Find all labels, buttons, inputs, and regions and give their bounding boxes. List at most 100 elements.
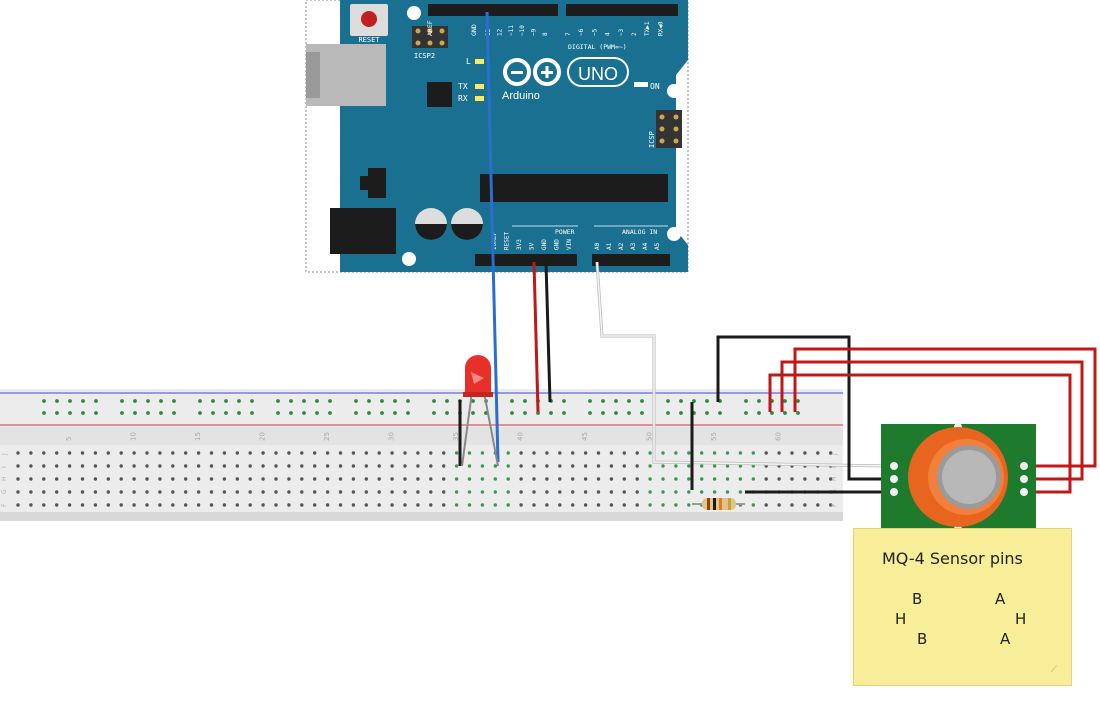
column-number: 55	[710, 432, 718, 441]
terminal-hole	[171, 490, 175, 494]
rail-hole	[94, 411, 98, 415]
terminal-hole	[596, 490, 601, 494]
rail-hole	[718, 411, 722, 415]
terminal-hole	[364, 503, 368, 507]
terminal-hole	[403, 477, 407, 481]
terminal-hole	[416, 477, 420, 481]
rail-hole	[627, 399, 631, 403]
rail-hole	[705, 411, 709, 415]
terminal-hole	[248, 503, 252, 507]
rail-hole	[601, 411, 605, 415]
rail-hole	[406, 399, 410, 403]
terminal-hole	[442, 477, 446, 481]
power-pin-label: IOREF	[491, 232, 498, 250]
terminal-hole	[635, 464, 639, 468]
rail-hole	[705, 399, 709, 403]
terminal-hole	[429, 503, 433, 507]
rail-hole	[198, 411, 202, 415]
terminal-hole	[403, 464, 407, 468]
terminal-hole	[829, 451, 833, 455]
rail-hole	[237, 411, 241, 415]
rail-hole	[146, 399, 150, 403]
terminal-hole	[80, 451, 85, 455]
terminal-hole	[313, 464, 317, 468]
terminal-hole	[158, 464, 162, 468]
terminal-hole	[712, 451, 717, 455]
rail-hole	[367, 411, 371, 415]
rail-hole	[744, 399, 748, 403]
terminal-hole	[454, 451, 459, 455]
terminal-hole	[196, 503, 201, 507]
terminal-hole	[145, 477, 149, 481]
mount-hole	[402, 252, 416, 266]
rail-hole	[120, 411, 124, 415]
terminal-hole	[171, 451, 175, 455]
wires	[458, 11, 1097, 494]
power-rail-holes	[42, 399, 800, 415]
terminal-hole	[777, 477, 781, 481]
terminal-holes	[16, 451, 833, 507]
led-tx-label: TX	[458, 82, 468, 91]
rail-hole	[133, 411, 137, 415]
rail-hole	[302, 411, 306, 415]
sensor-pins-note: MQ-4 Sensor pins B A H H B A ⟋	[853, 528, 1072, 686]
rail-hole	[354, 411, 358, 415]
terminal-hole	[480, 503, 485, 507]
rail-hole	[640, 399, 644, 403]
rail-hole	[601, 399, 605, 403]
terminal-hole	[55, 451, 59, 455]
led-body	[465, 355, 491, 394]
terminal-hole	[442, 451, 446, 455]
digital-pin-label: ~3	[618, 28, 625, 36]
terminal-hole	[16, 451, 20, 455]
analog-pin-label: A5	[654, 242, 661, 250]
rail-hole	[81, 399, 85, 403]
terminal-hole	[687, 490, 691, 494]
board-name: Arduino	[502, 90, 540, 102]
rail-hole	[289, 399, 293, 403]
pin-label-a: A	[995, 590, 1006, 608]
terminal-hole	[274, 477, 278, 481]
terminal-hole	[313, 451, 317, 455]
terminal-hole	[545, 464, 549, 468]
analog-pin-label: A2	[618, 242, 625, 250]
terminal-hole	[687, 503, 691, 507]
digital-pin-label: ~9	[531, 28, 538, 36]
terminal-hole	[622, 464, 626, 468]
rail-hole	[55, 399, 59, 403]
rail-hole	[211, 411, 215, 415]
terminal-hole	[738, 477, 743, 481]
terminal-hole	[55, 464, 59, 468]
terminal-hole	[119, 464, 123, 468]
terminal-hole	[248, 490, 252, 494]
terminal-hole	[325, 503, 330, 507]
terminal-hole	[119, 503, 123, 507]
terminal-hole	[261, 477, 265, 481]
terminal-hole	[93, 477, 98, 481]
terminal-hole	[545, 477, 549, 481]
terminal-hole	[338, 451, 343, 455]
column-number: 45	[581, 432, 589, 441]
rail-hole	[328, 399, 332, 403]
terminal-hole	[545, 503, 549, 507]
terminal-hole	[558, 477, 562, 481]
sensor-pin	[890, 475, 898, 483]
terminal-hole	[583, 477, 588, 481]
terminal-hole	[377, 451, 381, 455]
terminal-hole	[338, 490, 343, 494]
rail-hole	[42, 411, 46, 415]
analog-pin-label: A1	[606, 242, 613, 250]
rail-hole	[757, 399, 761, 403]
terminal-hole	[55, 477, 59, 481]
terminal-hole	[764, 451, 768, 455]
row-letter: G	[1, 489, 8, 494]
terminal-hole	[209, 477, 214, 481]
terminal-hole	[583, 464, 588, 468]
power-pin-label: 5V	[529, 242, 536, 250]
rail-hole	[328, 411, 332, 415]
terminal-hole	[325, 464, 330, 468]
terminal-hole	[93, 490, 98, 494]
analog-header	[592, 254, 670, 266]
rail-hole	[289, 411, 293, 415]
